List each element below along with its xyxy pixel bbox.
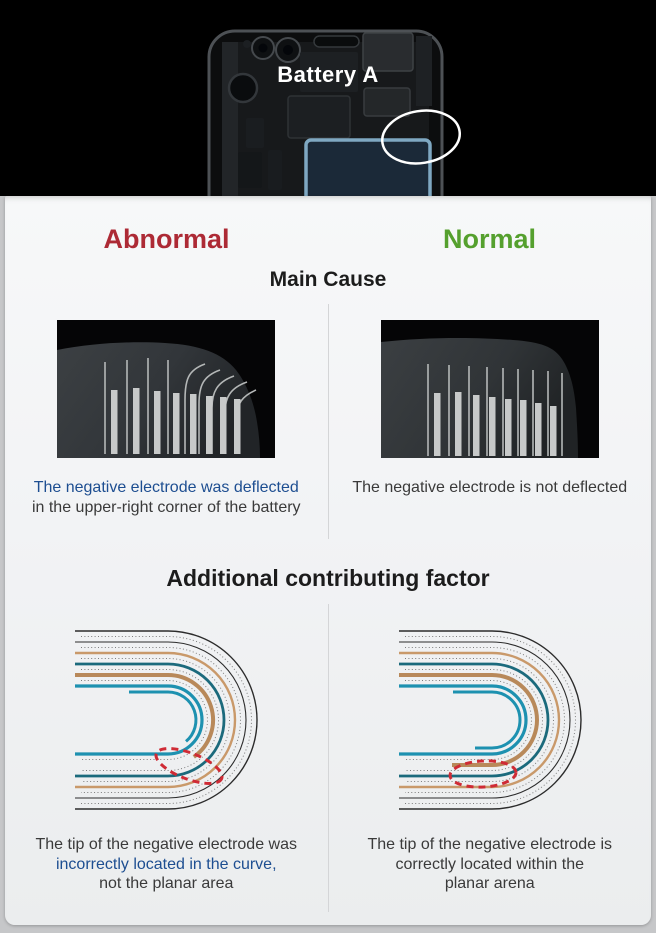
abnormal-header: Abnormal [103,224,230,254]
normal-xray-figure [380,320,599,458]
main-cause-abnormal-column: The negative electrode was deflected in … [5,304,328,539]
column-headers: Abnormal Normal [5,196,651,255]
main-cause-normal-column: The negative electrode is not deflected [327,304,652,539]
hero-section: Battery A [0,0,656,196]
comparison-panel: Abnormal Normal Main Cause [5,196,651,925]
additional-factor-title: Additional contributing factor [166,565,490,591]
phone-internals-image [0,0,656,196]
main-cause-section: The negative electrode was deflected in … [5,304,651,539]
main-cause-normal-caption: The negative electrode is not deflected [352,479,628,496]
shield-can-bottom [363,87,411,117]
misplaced-electrode-tip [75,673,216,759]
main-cause-abnormal-caption: The negative electrode was deflected in … [31,479,301,516]
main-cause-title: Main Cause [269,268,387,291]
abnormal-xray-figure [57,320,276,458]
additional-normal-caption: The tip of the negative electrode is cor… [367,836,613,892]
correct-electrode-tip [398,673,539,767]
defect-highlight-ellipse [154,747,224,785]
normal-jellyroll-figure [395,628,585,813]
vibration-motor-icon [227,72,259,104]
normal-header: Normal [442,224,537,254]
battery-label: Battery A [277,62,379,87]
electrode-bars [433,392,557,456]
highlight-ellipse [381,109,461,165]
additional-abnormal-column: The tip of the negative electrode was in… [5,604,328,912]
abnormal-jellyroll-figure [71,628,261,813]
shield-can-top [362,32,414,72]
additional-normal-column: The tip of the negative electrode is cor… [327,604,652,912]
additional-factor-section: The tip of the negative electrode was in… [5,604,651,912]
camera-module-icon [243,36,301,63]
battery-outline [304,138,432,196]
electrode-bars [111,388,241,454]
additional-abnormal-caption: The tip of the negative electrode was in… [35,836,298,892]
